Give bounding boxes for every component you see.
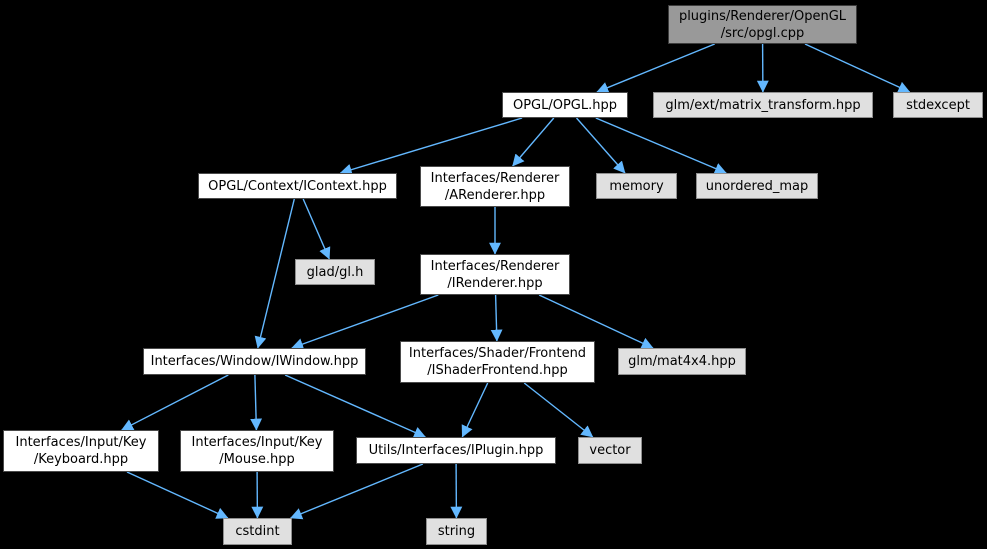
edge-iplugin-to-cstdint xyxy=(290,463,424,520)
node-stdexcept[interactable]: stdexcept xyxy=(893,92,983,118)
edge-ishaderfrontend-to-iplugin xyxy=(461,382,489,438)
edge-iwindow-to-mouse xyxy=(250,374,263,431)
node-interfaces-renderer-irenderer-hpp[interactable]: Interfaces/Renderer /IRenderer.hpp xyxy=(420,254,570,295)
edge-opgl_hpp-to-unordered_map xyxy=(595,117,727,175)
edge-iwindow-to-keyboard xyxy=(121,374,229,431)
node-glad-gl-h[interactable]: glad/gl.h xyxy=(295,259,375,285)
edge-opgl_cpp-to-stdexcept xyxy=(804,43,911,93)
edge-opgl_hpp-to-memory xyxy=(575,117,626,174)
node-cstdint[interactable]: cstdint xyxy=(223,518,292,545)
node-interfaces-shader-frontend-ishaderfrontend-hpp[interactable]: Interfaces/Shader/Frontend /IShaderFront… xyxy=(400,341,595,383)
edge-opgl_hpp-to-icontext xyxy=(339,117,523,176)
edge-icontext-to-glad_gl xyxy=(302,198,331,260)
edge-irenderer-to-ishaderfrontend xyxy=(490,294,503,342)
edge-icontext-to-iwindow xyxy=(254,198,295,349)
node-interfaces-renderer-arenderer-hpp[interactable]: Interfaces/Renderer /ARenderer.hpp xyxy=(420,166,570,207)
edge-ishaderfrontend-to-vector xyxy=(523,382,594,438)
edge-irenderer-to-mat4x4 xyxy=(538,294,654,349)
edge-keyboard-to-cstdint xyxy=(126,471,229,519)
node-glm-ext-matrix-transform-hpp[interactable]: glm/ext/matrix_transform.hpp xyxy=(653,92,873,118)
node-opgl-cpp[interactable]: plugins/Renderer/OpenGL /src/opgl.cpp xyxy=(668,5,857,44)
node-vector[interactable]: vector xyxy=(578,437,642,464)
edge-opgl_hpp-to-arenderer xyxy=(512,117,555,167)
node-unordered-map[interactable]: unordered_map xyxy=(696,173,818,199)
node-opgl-context-icontext-hpp[interactable]: OPGL/Context/IContext.hpp xyxy=(198,173,397,199)
node-interfaces-input-key-keyboard-hpp[interactable]: Interfaces/Input/Key /Keyboard.hpp xyxy=(3,430,159,472)
node-interfaces-input-key-mouse-hpp[interactable]: Interfaces/Input/Key /Mouse.hpp xyxy=(180,430,334,472)
node-opgl-hpp[interactable]: OPGL/OPGL.hpp xyxy=(502,92,628,118)
node-glm-mat4x4-hpp[interactable]: glm/mat4x4.hpp xyxy=(618,348,746,375)
edge-iwindow-to-iplugin xyxy=(284,374,426,438)
edge-irenderer-to-iwindow xyxy=(291,294,439,350)
node-memory[interactable]: memory xyxy=(596,173,677,199)
edge-opgl_cpp-to-opgl_hpp xyxy=(596,43,715,94)
node-utils-interfaces-iplugin-hpp[interactable]: Utils/Interfaces/IPlugin.hpp xyxy=(356,437,556,464)
node-interfaces-window-iwindow-hpp[interactable]: Interfaces/Window/IWindow.hpp xyxy=(143,348,366,375)
node-string[interactable]: string xyxy=(426,518,487,545)
